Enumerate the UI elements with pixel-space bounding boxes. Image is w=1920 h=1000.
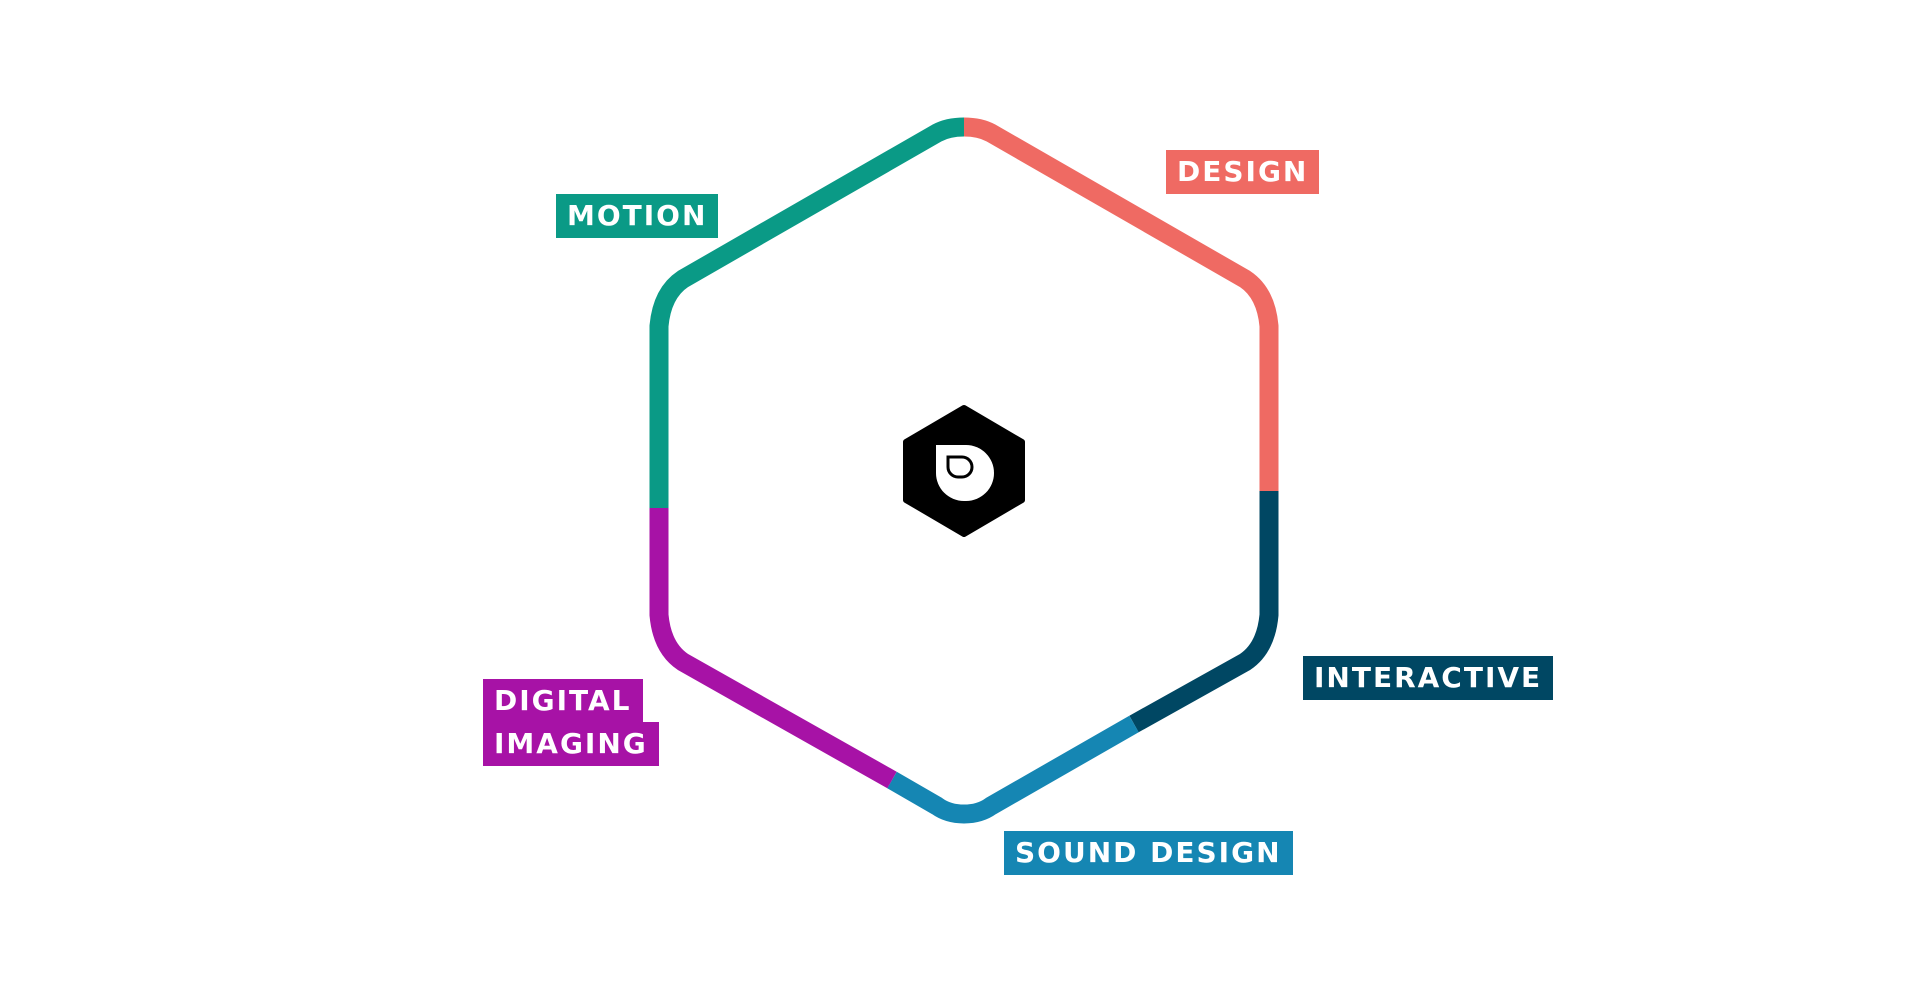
interactive-segment [1129, 491, 1279, 733]
digital-imaging-label-line2: IMAGING [483, 722, 659, 766]
brand-logo-icon [903, 405, 1025, 537]
logo-d-inner [946, 455, 974, 479]
sound-design-label: SOUND DESIGN [1004, 831, 1293, 875]
motion-segment [649, 117, 965, 508]
sound-segment [887, 715, 1139, 824]
digital-imaging-label-line1: DIGITAL [483, 679, 643, 723]
logo-d-outer [936, 445, 994, 501]
imaging-segment [649, 508, 897, 789]
design-segment [963, 117, 1279, 491]
design-label: DESIGN [1166, 150, 1320, 194]
motion-label: MOTION [556, 194, 719, 238]
interactive-label: INTERACTIVE [1303, 656, 1554, 700]
